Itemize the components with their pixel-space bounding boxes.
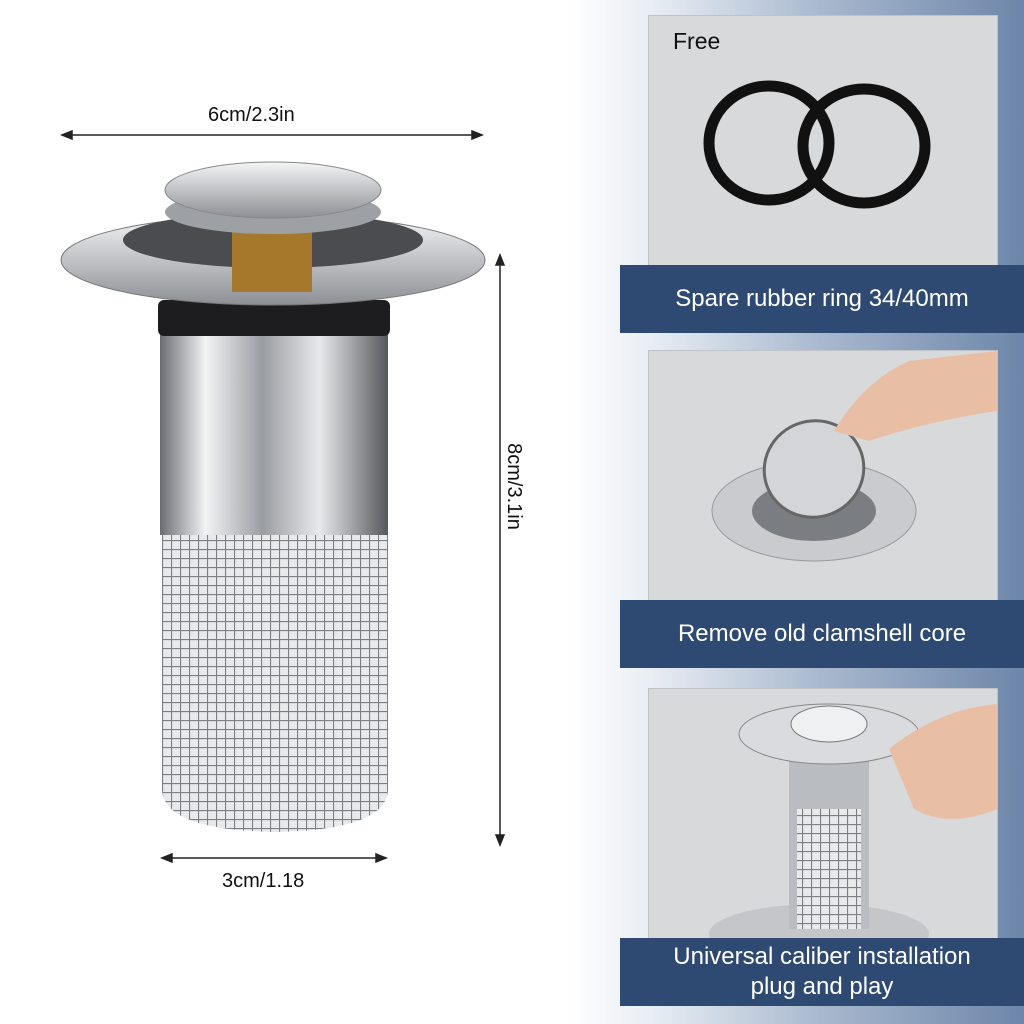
caption-line-1: Universal caliber installation: [673, 943, 971, 970]
free-tag: Free: [673, 28, 721, 54]
install-strainer-image: [709, 703, 997, 939]
panel-spare-rings: Free: [648, 15, 998, 267]
height-dimension-label: 8cm/3.1in: [502, 443, 525, 530]
bottom-dimension-label: 3cm/1.18: [222, 870, 305, 892]
o-rings-image: [703, 80, 931, 209]
stopper-body: [160, 320, 388, 535]
drain-stopper-product-image: [59, 129, 506, 864]
caption-banner-1: Spare rubber ring 34/40mm: [620, 265, 1024, 333]
width-dimension-label: 6cm/2.3in: [208, 104, 295, 126]
mesh-basket: [162, 530, 388, 832]
panel-remove-core: [648, 350, 998, 602]
caption-banner-3: Universal caliber installation plug and …: [620, 938, 1024, 1006]
caption-banner-2: Remove old clamshell core: [620, 600, 1024, 668]
remove-cap-image: [711, 351, 997, 562]
panel-install: [648, 688, 998, 940]
caption-line-2: plug and play: [750, 973, 894, 1000]
pop-up-cap: [164, 161, 382, 219]
